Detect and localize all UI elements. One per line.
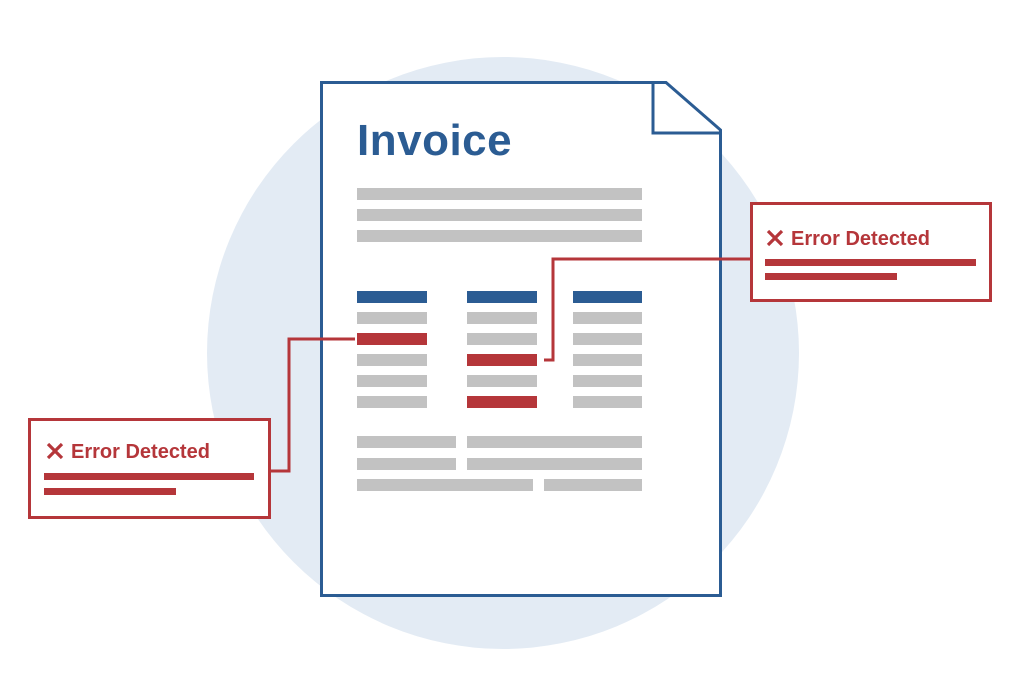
footer-line — [467, 436, 642, 448]
cell-bar — [467, 312, 537, 324]
error-cell-bar — [467, 396, 537, 408]
cell-bar — [357, 396, 427, 408]
connector-line-left — [270, 337, 355, 473]
error-callout-right: Error Detected — [750, 202, 992, 302]
error-detail-line — [44, 473, 254, 480]
cell-bar — [357, 354, 427, 366]
intro-line — [357, 230, 642, 242]
footer-line — [467, 458, 642, 470]
cell-bar — [467, 375, 537, 387]
cell-bar — [357, 312, 427, 324]
cell-bar — [357, 375, 427, 387]
intro-line — [357, 188, 642, 200]
error-detail-line — [765, 273, 897, 280]
column-header-bar — [357, 291, 427, 303]
error-detail-line — [44, 488, 176, 495]
cell-bar — [573, 333, 642, 345]
error-label: Error Detected — [791, 228, 930, 250]
cell-bar — [573, 354, 642, 366]
cell-bar — [573, 396, 642, 408]
error-detail-line — [765, 259, 976, 266]
connector-line-right — [544, 257, 765, 362]
column-header-bar — [573, 291, 642, 303]
error-label: Error Detected — [71, 441, 210, 463]
footer-line — [357, 479, 533, 491]
cell-bar — [573, 375, 642, 387]
error-callout-left: Error Detected — [28, 418, 271, 519]
invoice-title: Invoice — [357, 116, 513, 165]
error-cell-bar — [357, 333, 427, 345]
footer-line — [357, 458, 456, 470]
column-header-bar — [467, 291, 537, 303]
intro-line — [357, 209, 642, 221]
cell-bar — [573, 312, 642, 324]
x-icon — [766, 229, 784, 247]
x-icon — [46, 442, 64, 460]
footer-line — [544, 479, 642, 491]
error-cell-bar — [467, 354, 537, 366]
footer-line — [357, 436, 456, 448]
cell-bar — [467, 333, 537, 345]
